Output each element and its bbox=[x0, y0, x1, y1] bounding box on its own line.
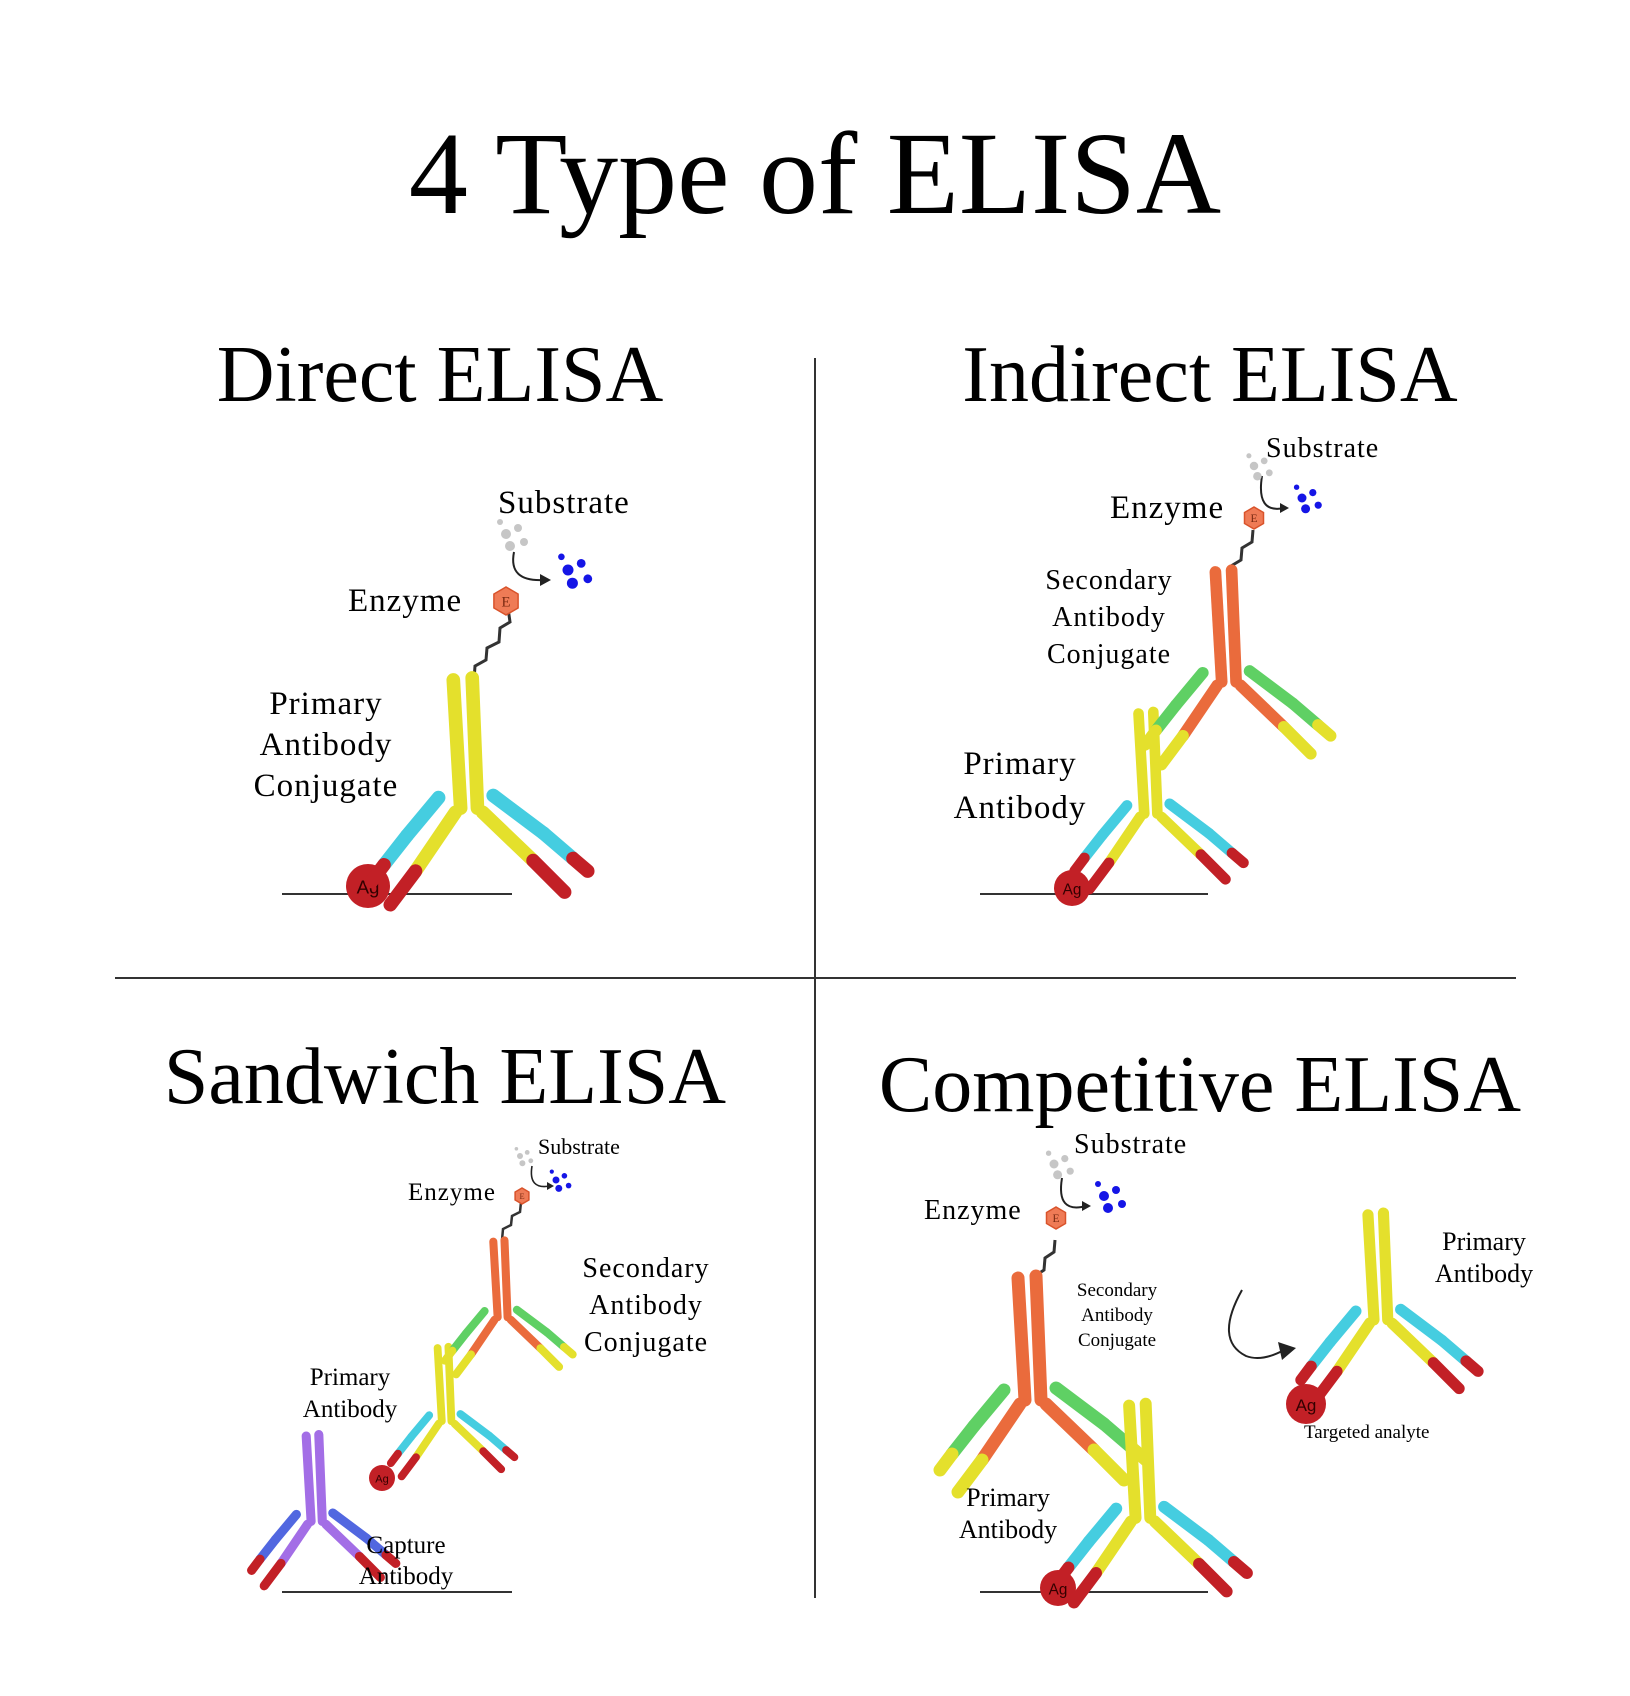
label-line: Capture bbox=[366, 1532, 446, 1559]
label-line: Antibody bbox=[358, 1563, 454, 1590]
competitive-bound-antigen: Ag bbox=[1040, 1570, 1076, 1606]
enzyme-mark: E bbox=[502, 594, 511, 610]
antigen-mark: Ag bbox=[1049, 1581, 1068, 1598]
competitive-bound-primary-label: Primary Antibody bbox=[952, 1482, 1064, 1546]
indirect-primary-label: Primary Antibody bbox=[940, 742, 1100, 830]
indirect-secondary-antibody bbox=[1139, 564, 1337, 771]
competitive-enzyme-label: Enzyme bbox=[924, 1195, 1022, 1226]
label-line: Antibody bbox=[302, 1396, 398, 1423]
indirect-product bbox=[1293, 484, 1322, 514]
competitive-free-primary-label: Primary Antibody bbox=[1428, 1226, 1540, 1290]
direct-product bbox=[558, 553, 593, 589]
indirect-reaction-arrow bbox=[1260, 475, 1285, 510]
label-line: Antibody bbox=[1081, 1305, 1153, 1326]
label-line: Primary bbox=[966, 1483, 1050, 1512]
sandwich-reaction-arrow bbox=[530, 1165, 551, 1188]
label-line: Antibody bbox=[958, 1515, 1058, 1544]
sandwich-elisa-title: Sandwich ELISA bbox=[163, 1033, 727, 1121]
direct-reaction-arrow bbox=[512, 551, 545, 582]
sandwich-capture-antibody bbox=[247, 1430, 401, 1591]
label-line: Primary bbox=[269, 686, 383, 722]
label-line: Conjugate bbox=[583, 1327, 709, 1358]
sandwich-reaction-arrowhead bbox=[547, 1182, 554, 1190]
direct-primary-antibody bbox=[364, 671, 595, 912]
competitive-product bbox=[1095, 1181, 1126, 1213]
label-line: Antibody bbox=[589, 1290, 703, 1321]
direct-reaction-arrowhead bbox=[540, 574, 551, 586]
indirect-enzyme: E bbox=[1243, 506, 1265, 530]
competition-arrow bbox=[1228, 1289, 1285, 1359]
competitive-substrate bbox=[1045, 1150, 1074, 1180]
indirect-substrate-label: Substrate bbox=[1266, 433, 1380, 464]
enzyme-mark: E bbox=[1052, 1213, 1059, 1225]
sandwich-substrate-label: Substrate bbox=[538, 1134, 620, 1159]
competition-arrowhead bbox=[1278, 1342, 1296, 1360]
sandwich-enzyme-linker bbox=[500, 1201, 523, 1241]
competitive-analyte-label: Targeted analyte bbox=[1304, 1422, 1430, 1443]
direct-enzyme-label: Enzyme bbox=[348, 583, 463, 619]
direct-antibody-label: Primary Antibody Conjugate bbox=[246, 684, 406, 807]
direct-elisa-title: Direct ELISA bbox=[216, 331, 664, 419]
enzyme-mark: E bbox=[519, 1192, 524, 1201]
sandwich-antigen: Ag bbox=[369, 1465, 395, 1491]
sandwich-enzyme: E bbox=[514, 1187, 530, 1205]
sandwich-product bbox=[549, 1169, 572, 1192]
competitive-free-antigen: Ag bbox=[1286, 1384, 1326, 1424]
main-title: 4 Type of ELISA bbox=[408, 108, 1222, 239]
sandwich-substrate bbox=[514, 1147, 534, 1167]
indirect-substrate bbox=[1246, 453, 1273, 481]
direct-substrate-label: Substrate bbox=[498, 485, 630, 521]
direct-substrate bbox=[497, 519, 528, 551]
label-line: Antibody bbox=[953, 790, 1087, 826]
sandwich-secondary-label: Secondary Antibody Conjugate bbox=[566, 1250, 726, 1361]
label-line: Secondary bbox=[582, 1253, 710, 1284]
label-line: Antibody bbox=[1434, 1259, 1534, 1288]
label-line: Antibody bbox=[259, 727, 393, 763]
competitive-elisa-title: Competitive ELISA bbox=[878, 1041, 1522, 1129]
sandwich-secondary-antibody bbox=[440, 1236, 577, 1379]
competitive-secondary-label: Secondary Antibody Conjugate bbox=[1066, 1278, 1168, 1353]
label-line: Primary bbox=[963, 746, 1077, 782]
label-line: Secondary bbox=[1076, 1280, 1158, 1301]
antigen-mark: Ag bbox=[375, 1474, 389, 1486]
competitive-free-primary-antibody bbox=[1295, 1207, 1484, 1405]
label-line: Conjugate bbox=[1077, 1330, 1157, 1351]
competitive-reaction-arrowhead bbox=[1082, 1201, 1091, 1211]
sandwich-enzyme-label: Enzyme bbox=[408, 1179, 496, 1206]
competitive-substrate-label: Substrate bbox=[1074, 1129, 1188, 1160]
competitive-secondary-antibody bbox=[933, 1269, 1153, 1499]
antigen-mark: Ag bbox=[1296, 1396, 1317, 1415]
indirect-secondary-label: Secondary Antibody Conjugate bbox=[1030, 562, 1188, 673]
label-line: Conjugate bbox=[1046, 639, 1172, 670]
label-line: Antibody bbox=[1052, 602, 1166, 633]
label-line: Secondary bbox=[1045, 565, 1173, 596]
label-line: Primary bbox=[1442, 1227, 1526, 1256]
competitive-reaction-arrow bbox=[1060, 1177, 1087, 1209]
antigen-mark: Ag bbox=[1063, 881, 1082, 898]
enzyme-mark: E bbox=[1250, 513, 1257, 525]
direct-enzyme-linker bbox=[472, 607, 512, 681]
label-line: Primary bbox=[309, 1364, 391, 1391]
sandwich-primary-label: Primary Antibody bbox=[290, 1362, 410, 1426]
direct-enzyme: E bbox=[493, 586, 519, 616]
indirect-antigen: Ag bbox=[1054, 870, 1090, 906]
sandwich-capture-label: Capture Antibody bbox=[350, 1530, 462, 1592]
indirect-enzyme-label: Enzyme bbox=[1110, 490, 1225, 526]
competitive-enzyme: E bbox=[1045, 1206, 1067, 1230]
indirect-elisa-title: Indirect ELISA bbox=[962, 331, 1458, 419]
indirect-reaction-arrowhead bbox=[1280, 503, 1289, 513]
label-line: Conjugate bbox=[253, 768, 399, 804]
